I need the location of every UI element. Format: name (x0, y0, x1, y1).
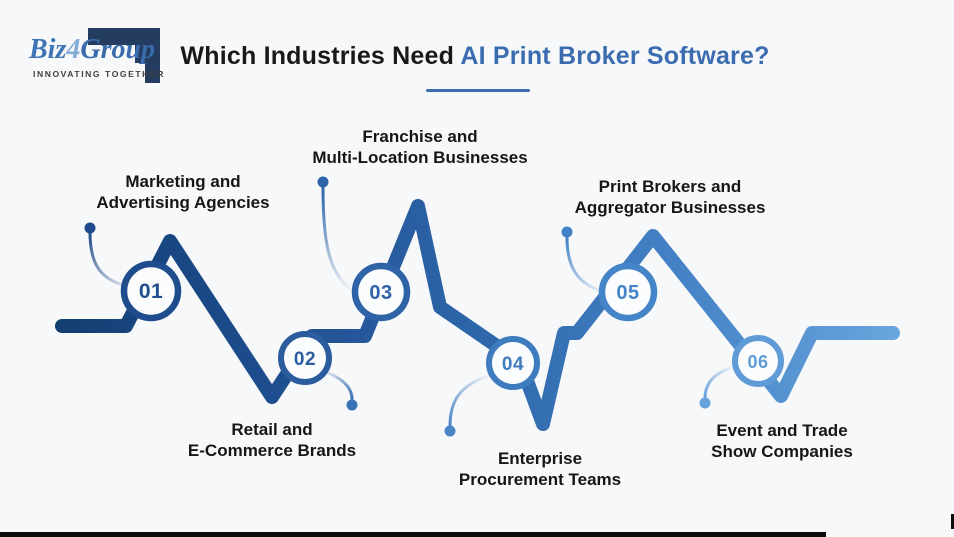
milestone-label-05-line1: Print Brokers and (598, 177, 742, 196)
milestone-label-04-line1: Enterprise (497, 449, 583, 468)
milestone-marker-02: 02 (278, 331, 332, 385)
page-title-prefix: Which Industries Need (180, 42, 461, 70)
milestone-label-04: Enterprise Procurement Teams (459, 448, 621, 490)
logo-brand-number: 4 (66, 34, 81, 65)
milestone-label-06-line2: Show Companies (711, 442, 853, 462)
milestone-marker-05: 05 (598, 262, 658, 322)
milestone-marker-06: 06 (732, 335, 784, 387)
milestone-label-03-line1: Franchise and (362, 127, 478, 146)
milestone-label-05: Print Brokers and Aggregator Businesses (575, 176, 766, 218)
connector-dot-2 (346, 399, 358, 411)
milestone-marker-01: 01 (120, 260, 182, 322)
connector-4 (444, 374, 490, 437)
milestone-number-06: 06 (747, 352, 768, 372)
bottom-black-bar (0, 532, 826, 537)
page-title: Which Industries Need AI Print Broker So… (180, 42, 769, 71)
logo-brand-suffix: Group (80, 34, 156, 65)
milestone-label-01-line1: Marketing and (125, 172, 241, 191)
milestone-number-03: 03 (369, 282, 392, 304)
milestone-number-04: 04 (502, 354, 524, 375)
milestone-label-02-line1: Retail and (231, 420, 313, 439)
milestone-marker-03: 03 (351, 262, 411, 322)
logo-mark-icon (88, 28, 160, 83)
connector-dot-3 (317, 176, 329, 188)
logo-brand-prefix: Biz (29, 34, 67, 65)
milestone-number-02: 02 (294, 349, 316, 370)
connector-2 (321, 369, 358, 411)
milestone-marker-04: 04 (486, 336, 540, 390)
logo-brand: Biz4Group (29, 36, 155, 64)
milestone-number-01: 01 (139, 280, 163, 303)
logo-tagline: INNOVATING TOGETHER (33, 69, 165, 79)
milestone-label-01: Marketing and Advertising Agencies (96, 171, 269, 213)
milestone-label-02: Retail and E-Commerce Brands (188, 419, 356, 461)
page-title-highlight: AI Print Broker Software? (460, 42, 770, 70)
connector-dot-6 (699, 397, 711, 409)
connector-3 (317, 176, 352, 291)
connector-dot-1 (84, 222, 96, 234)
milestone-label-06: Event and Trade Show Companies (711, 420, 853, 462)
milestone-label-06-line1: Event and Trade (716, 421, 848, 440)
milestone-label-03-line2: Multi-Location Businesses (312, 148, 528, 168)
connector-dot-4 (444, 425, 456, 437)
milestone-label-03: Franchise and Multi-Location Businesses (312, 126, 527, 168)
connector-dot-5 (561, 226, 573, 238)
milestone-label-04-line2: Procurement Teams (458, 470, 622, 490)
milestone-number-05: 05 (616, 282, 639, 304)
wave-line (55, 199, 900, 431)
title-underline (426, 89, 530, 92)
connector-6 (699, 365, 736, 409)
right-edge-mark (951, 514, 954, 529)
milestone-label-01-line2: Advertising Agencies (96, 193, 270, 213)
milestone-label-05-line2: Aggregator Businesses (574, 198, 766, 218)
milestone-label-02-line2: E-Commerce Brands (187, 441, 357, 461)
connector-5 (561, 226, 606, 294)
